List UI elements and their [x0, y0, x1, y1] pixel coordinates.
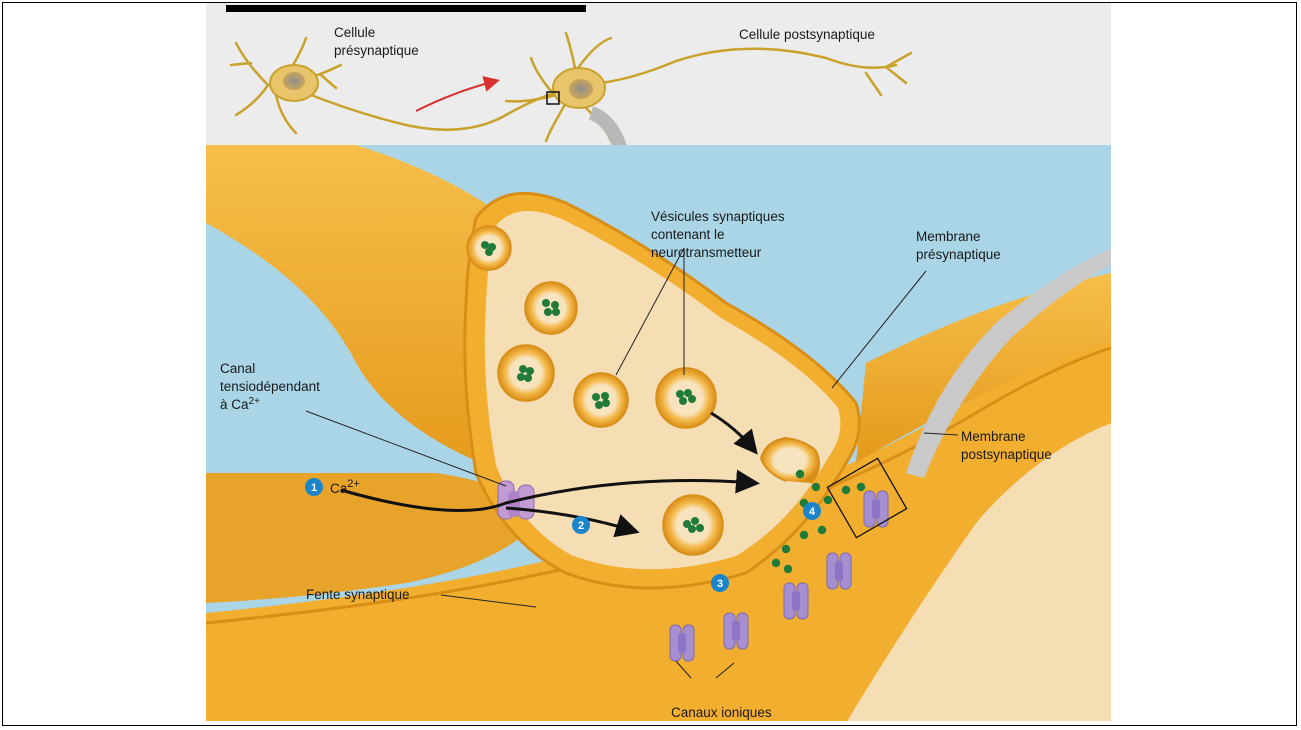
- vesicle-membrane: [656, 368, 716, 428]
- neurotransmitter-dot: [679, 397, 687, 405]
- step-4-badge: 4: [803, 502, 821, 520]
- neurotransmitter-dot: [552, 308, 560, 316]
- neurotransmitter-dot: [544, 308, 552, 316]
- svg-text:2: 2: [578, 520, 584, 532]
- neurotransmitter-dot: [602, 399, 610, 407]
- label-membrane-post-line2: postsynaptique: [961, 447, 1052, 462]
- neurotransmitter-dot: [696, 524, 704, 532]
- neurotransmitter-dot: [676, 390, 684, 398]
- neurotransmitter-dot: [595, 401, 603, 409]
- step-3-badge: 3: [711, 574, 729, 592]
- label-membrane-pre-line1: Membrane: [916, 229, 981, 244]
- neurotransmitter-dot: [542, 299, 550, 307]
- released-neurotransmitter: [818, 526, 826, 534]
- label-canal-line1: Canal: [220, 361, 255, 376]
- label-cellule-postsynaptique: Cellule postsynaptique: [739, 27, 875, 42]
- label-vesicules-line1: Vésicules synaptiques: [651, 209, 785, 224]
- released-neurotransmitter: [784, 565, 792, 573]
- synapse-figure: 1 2 3 4 Cellule présynaptique Cellule po…: [206, 3, 1111, 721]
- label-canal-line2: tensiodépendant: [220, 379, 320, 394]
- neurotransmitter-dot: [524, 374, 532, 382]
- vesicle-membrane: [525, 282, 577, 334]
- label-vesicules-line3: neurotransmetteur: [651, 245, 762, 260]
- step-2-badge: 2: [572, 516, 590, 534]
- vesicle-1: [467, 226, 511, 270]
- label-membrane-post-line1: Membrane: [961, 429, 1026, 444]
- vesicle-membrane: [574, 373, 628, 427]
- label-presynaptique: présynaptique: [334, 43, 419, 58]
- label-cellule: Cellule: [334, 25, 375, 40]
- label-vesicules-line2: contenant le: [651, 227, 725, 242]
- released-neurotransmitter: [842, 486, 850, 494]
- vesicle-3: [498, 345, 554, 401]
- postsynaptic-nucleus: [569, 79, 593, 99]
- released-neurotransmitter: [857, 483, 865, 491]
- presynaptic-nucleus: [283, 72, 305, 90]
- released-neurotransmitter: [824, 496, 832, 504]
- neurotransmitter-dot: [691, 517, 699, 525]
- label-fente-synaptique: Fente synaptique: [306, 587, 410, 602]
- vesicle-5: [656, 368, 716, 428]
- neurotransmitter-dot: [592, 393, 600, 401]
- vesicle-membrane: [498, 345, 554, 401]
- neurotransmitter-dot: [485, 248, 493, 256]
- vesicle-membrane: [663, 495, 723, 555]
- vesicle-4: [574, 373, 628, 427]
- released-neurotransmitter: [782, 545, 790, 553]
- neurotransmitter-dot: [481, 241, 489, 249]
- step-1-badge: 1: [305, 478, 323, 496]
- neurotransmitter-dot: [551, 301, 559, 309]
- released-neurotransmitter: [772, 559, 780, 567]
- svg-text:1: 1: [311, 482, 317, 494]
- released-neurotransmitter: [812, 483, 820, 491]
- svg-text:4: 4: [809, 506, 816, 518]
- neurotransmitter-dot: [601, 392, 609, 400]
- neurotransmitter-dot: [519, 365, 527, 373]
- neurotransmitter-dot: [688, 525, 696, 533]
- cropped-black-bar: [226, 5, 586, 12]
- svg-text:3: 3: [717, 578, 723, 590]
- label-membrane-pre-line2: présynaptique: [916, 247, 1001, 262]
- vesicle-6: [663, 495, 723, 555]
- released-neurotransmitter: [796, 470, 804, 478]
- label-canaux-ioniques: Canaux ioniques: [671, 705, 772, 720]
- vesicle-2: [525, 282, 577, 334]
- neurotransmitter-dot: [517, 373, 525, 381]
- released-neurotransmitter: [800, 531, 808, 539]
- neurotransmitter-dot: [688, 395, 696, 403]
- synapse-diagram: 1 2 3 4 Cellule présynaptique Cellule po…: [206, 3, 1111, 721]
- neurotransmitter-dot: [526, 367, 534, 375]
